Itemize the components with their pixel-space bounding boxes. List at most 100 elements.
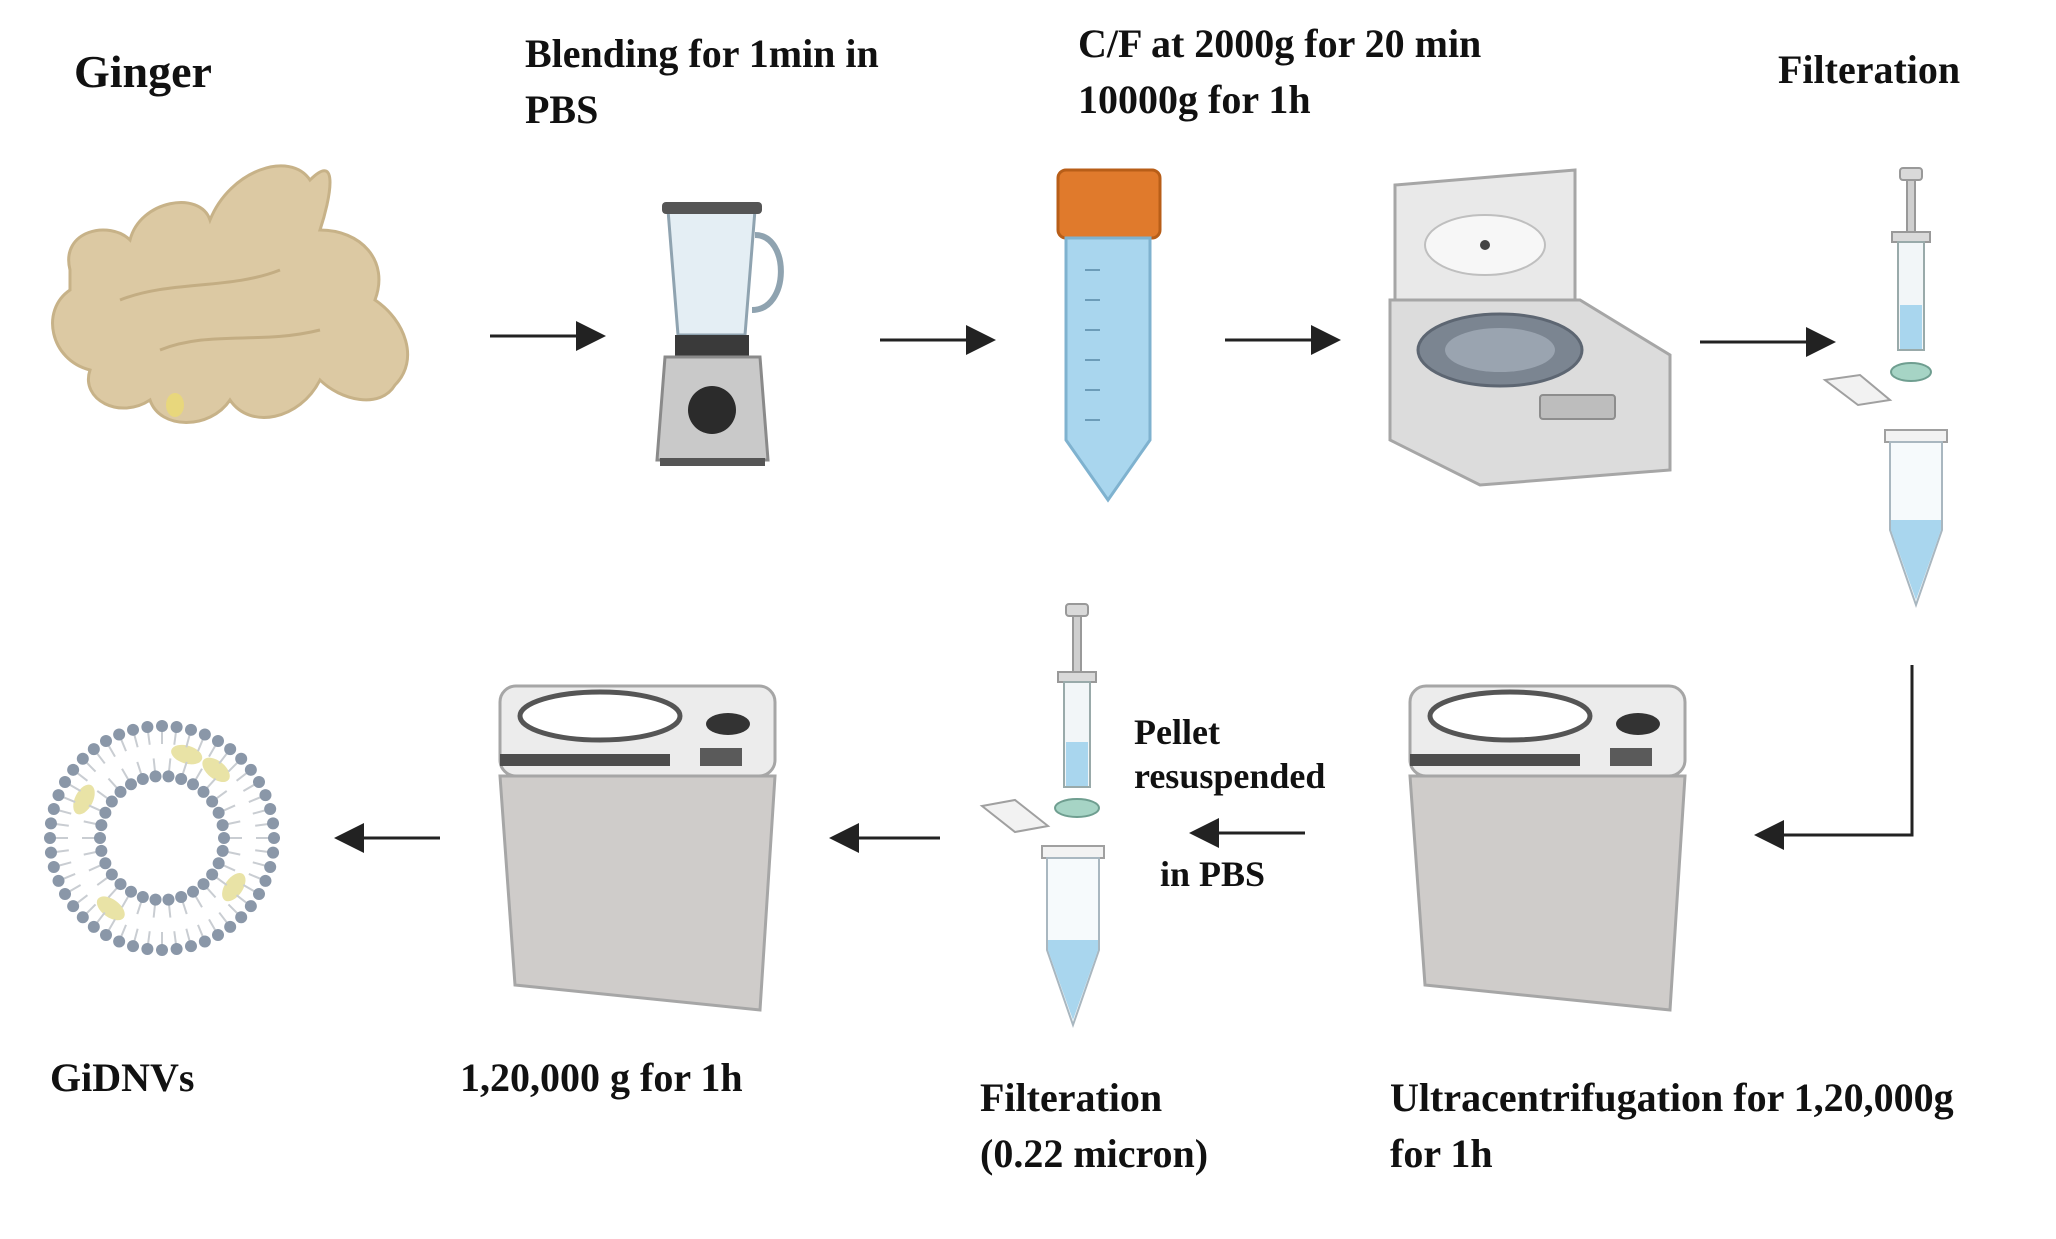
lipid-head [175,773,188,786]
cargo-molecule [96,896,125,921]
lipid-head [206,868,219,881]
lipid-head [162,893,175,906]
lipid-head [259,874,272,887]
lipid-head [141,943,154,956]
lipid-head [156,720,168,732]
lipid-head [197,785,210,798]
microtube-icon-bottom [979,798,1105,1029]
lipid-head [114,785,127,798]
lipid-head [170,720,183,733]
lipid-head [212,928,224,941]
lipid-head [76,911,89,924]
lipid-head [114,878,127,891]
lipid-head [113,935,126,948]
lipid-head [44,846,57,859]
label-pellet-resuspended: Pellet resuspended [1134,712,1326,796]
lipid-head [187,885,199,898]
blender-icon [655,202,784,466]
lipid-head [44,832,56,844]
lipid-head [87,920,100,933]
cargo-molecule [73,784,95,815]
lipid-head [267,846,280,859]
lipid-head [235,752,248,765]
lipid-head [125,778,137,791]
label-second-spin: 1,20,000 g for 1h [460,1055,743,1100]
lipid-head [187,778,199,791]
vesicle-icon [44,720,280,956]
label-filteration-top: Filteration [1778,47,1961,92]
lipid-head [95,819,108,832]
lipid-head [105,868,118,881]
lipid-head [67,763,80,776]
lipid-head [235,911,248,924]
lipid-head [156,944,168,956]
lipid-head [59,888,72,900]
lipid-head [268,832,280,844]
lipid-head [264,860,277,873]
label-centrifuge-step: C/F at 2000g for 20 min 10000g for 1h [1078,21,1482,122]
lipid-head [212,857,225,870]
lipid-head [252,776,265,788]
lipid-head [244,900,257,913]
label-product: GiDNVs [50,1055,195,1100]
ginger-icon [51,164,410,424]
label-filteration-bottom: Filteration (0.22 micron) [980,1075,1209,1176]
lipid-head [197,878,210,891]
lipid-head [264,803,277,816]
lipid-head [141,720,154,733]
lipid-head [224,920,237,933]
lipid-head [212,735,224,748]
label-in-pbs: in PBS [1160,854,1266,894]
cargo-molecule [171,744,203,765]
lipid-head [259,789,272,802]
label-ginger: Ginger [74,46,212,97]
benchtop-centrifuge-icon [498,684,777,1012]
lipid-head [198,728,211,741]
lipid-head [149,770,162,783]
lipid-head [47,803,60,816]
lipid-head [99,857,112,870]
lipid-head [184,940,197,953]
lipid-head [113,728,126,741]
lipid-head [67,900,80,913]
lipid-head [59,776,72,788]
lipid-head [149,893,162,906]
lipid-head [100,928,112,941]
lipid-head [224,743,237,756]
lipid-head [216,819,229,832]
lipid-head [87,743,100,756]
lipid-head [94,832,106,844]
lipid-head [252,888,265,900]
lipid-head [198,935,211,948]
arrow-5 [1754,665,1914,850]
syringe-filter-icon-bottom [1054,603,1100,818]
lipid-head [184,723,197,736]
lipid-head [47,860,60,873]
lipid-head [105,795,118,808]
lipid-head [136,773,149,786]
lipid-head [127,723,140,736]
lipid-head [206,795,219,808]
label-blending: Blending for 1min in PBS [525,31,879,132]
lipid-head [162,770,175,783]
lipid-head [136,890,149,903]
lipid-head [52,874,65,887]
lipid-head [44,817,57,830]
lipid-head [216,844,229,857]
label-ultracentrifugation: Ultracentrifugation for 1,20,000g for 1h [1390,1075,1954,1176]
lipid-head [244,763,257,776]
lipid-head [212,806,225,819]
falcon-tube-icon [1056,168,1162,503]
lipid-head [125,885,137,898]
lipid-head [52,789,65,802]
ultracentrifuge-icon [1408,684,1687,1012]
centrifuge-icon [1388,168,1672,487]
lipid-head [95,844,108,857]
microtube-icon [1822,373,1948,609]
syringe-filter-icon [1890,167,1932,382]
lipid-head [218,832,230,844]
lipid-head [175,890,188,903]
lipid-head [76,752,89,765]
